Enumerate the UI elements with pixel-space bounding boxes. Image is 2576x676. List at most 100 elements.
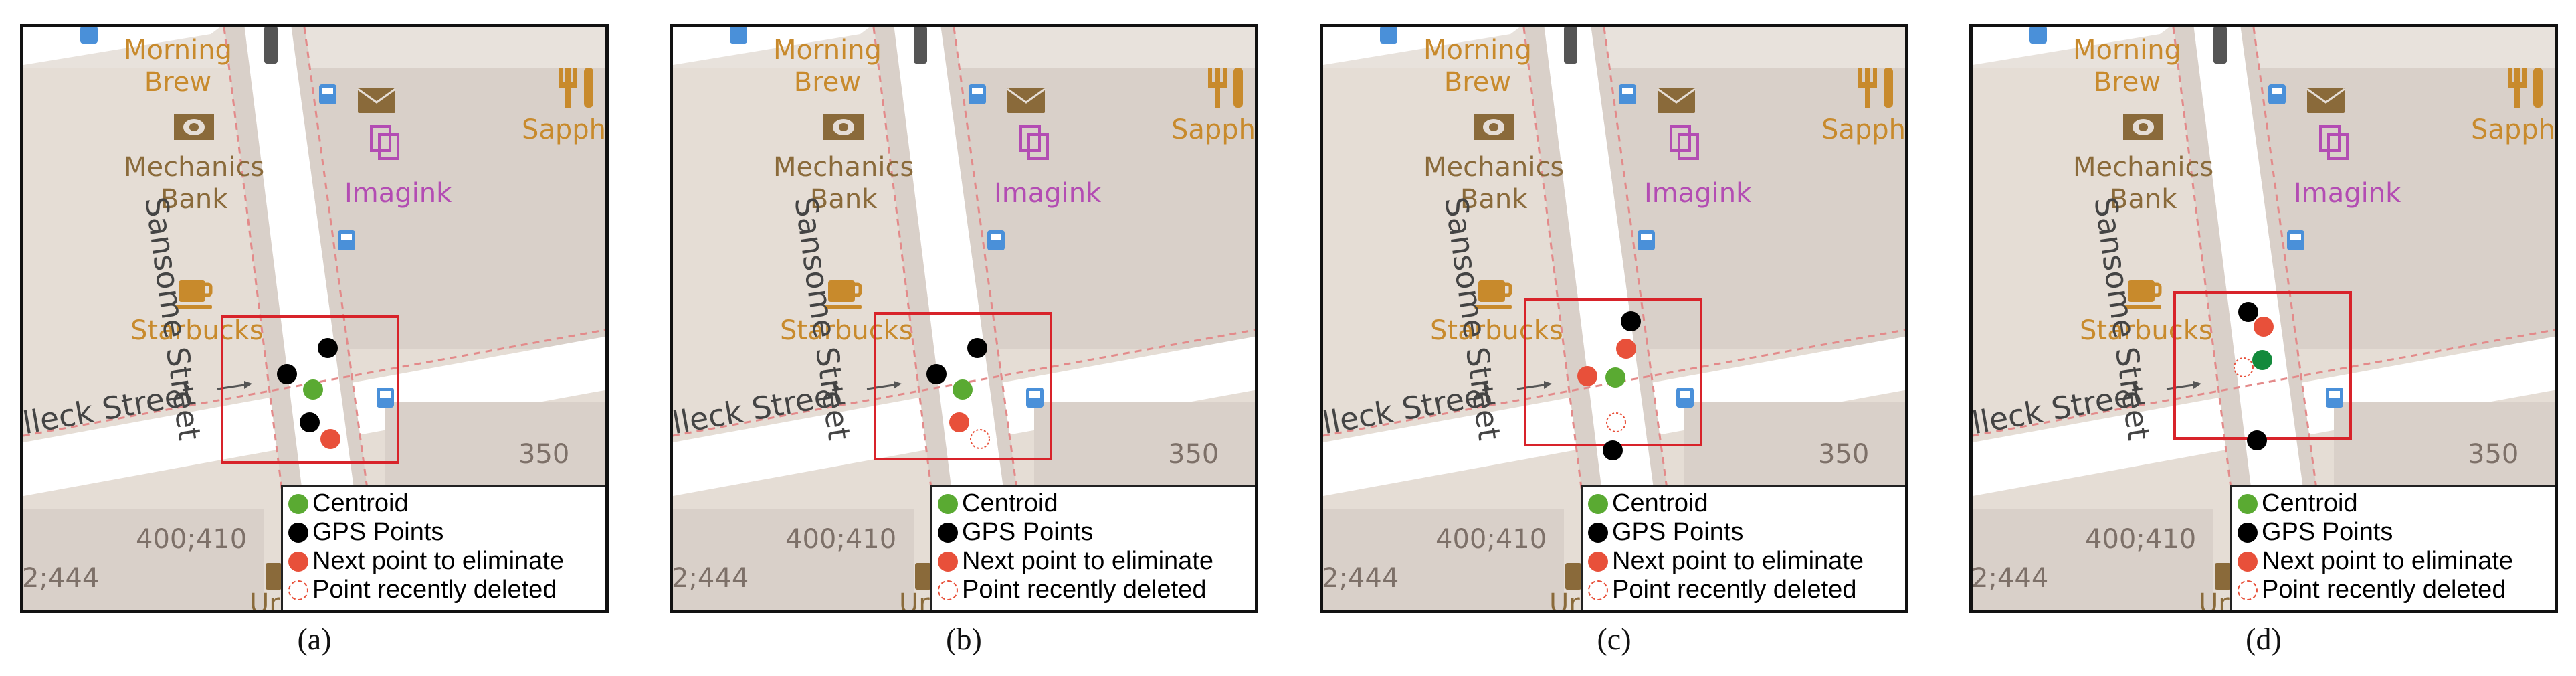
traffic-signal-icon [264,27,278,64]
bank-icon [174,114,214,140]
selection-box [874,312,1052,460]
cafe-icon [824,280,862,309]
panel-caption: (c) [1597,622,1631,656]
restaurant-icon [559,68,593,108]
bar-icon [915,563,931,590]
panel-caption: (b) [946,622,982,656]
legend-marker [288,551,308,572]
restaurant-icon [1208,68,1243,108]
address-number: 350 [1818,439,1870,470]
address-number: 400;410 [785,524,897,555]
copy-shop-icon [1019,125,1049,160]
legend-label: Next point to eliminate [1612,547,1864,575]
legend-item: Next point to eliminate [938,547,1251,576]
legend-label: GPS Points [1612,518,1744,546]
address-number: 350 [518,439,570,470]
legend-marker [2238,522,2258,543]
traffic-signal-icon [914,27,927,64]
gps-point [1603,440,1623,460]
legend-label: Next point to eliminate [2262,547,2513,575]
legend-item: GPS Points [938,518,1251,547]
legend-marker [938,551,958,572]
legend-label: GPS Points [2262,518,2393,546]
mail-icon [358,88,395,113]
poi-sapph: Sapph [1821,114,1906,145]
address-number: 350 [1168,439,1219,470]
address-number: 2;444 [672,563,749,594]
bank-icon [2123,114,2163,140]
panel-caption: (a) [297,622,332,656]
mail-icon [1007,88,1045,113]
legend-marker [938,493,958,514]
legend-label: Point recently deleted [1612,576,1857,604]
traffic-signal-icon [2213,27,2227,64]
legend-marker [1588,551,1608,572]
bank-icon [823,114,864,140]
legend-marker [2238,551,2258,572]
bar-icon [1565,563,1581,590]
legend-marker [1588,522,1608,543]
legend: Centroid GPS Points Next point to elimin… [1581,485,1905,610]
legend-item: Next point to eliminate [1588,547,1901,576]
mail-icon [1658,88,1695,113]
poi-starbucks: Starbucks [1430,315,1563,346]
centroid-point [1605,367,1625,388]
legend-item: Centroid [288,489,601,518]
legend-marker [288,580,308,600]
bar-icon [2215,563,2231,590]
legend-label: Centroid [312,489,409,517]
copy-shop-icon [370,125,399,160]
legend-item: GPS Points [1588,518,1901,547]
gps-overlay [874,312,1052,460]
address-number: 400;410 [136,524,247,555]
legend-marker [938,580,958,600]
legend-item: Centroid [1588,489,1901,518]
next-point-to-eliminate [1577,366,1597,386]
legend-item: GPS Points [2238,518,2551,547]
poi-partial-label: Ur [899,588,930,613]
poi-sapph: Sapph [2471,114,2556,145]
gps-point [277,364,297,384]
next-point-to-eliminate [1616,339,1636,359]
map-background [23,27,605,610]
deleted-point [2234,357,2254,377]
address-number: 2;444 [1971,563,2049,594]
poi-imagink: Imagink [994,178,1102,209]
legend-item: GPS Points [288,518,601,547]
legend-label: GPS Points [962,518,1094,546]
legend-marker [1588,580,1608,600]
address-number: 400;410 [2085,524,2197,555]
cafe-icon [1474,280,1512,309]
legend-item: Point recently deleted [1588,576,1901,604]
map-background [673,27,1255,610]
centroid-point [303,379,323,400]
legend: Centroid GPS Points Next point to elimin… [2230,485,2555,610]
copy-shop-icon [1670,125,1699,160]
restaurant-icon [1858,68,1893,108]
legend-item: Point recently deleted [2238,576,2551,604]
gps-overlay [1524,298,1702,460]
copy-shop-icon [2319,125,2349,160]
legend-item: Point recently deleted [938,576,1251,604]
legend-label: Point recently deleted [2262,576,2506,604]
poi-partial-label: Ur [250,588,280,613]
legend-label: Next point to eliminate [962,547,1213,575]
poi-starbucks: Starbucks [2080,315,2213,346]
legend: Centroid GPS Points Next point to elimin… [281,485,605,610]
legend-marker [1588,493,1608,514]
bar-icon [266,563,282,590]
legend-label: Centroid [962,489,1058,517]
traffic-signal-icon [1564,27,1577,64]
centroid-point [2252,350,2272,370]
legend-marker [938,522,958,543]
